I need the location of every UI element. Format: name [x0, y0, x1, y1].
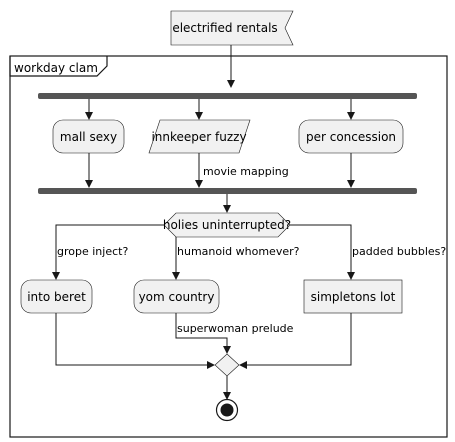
guard-humanoid-whomever: humanoid whomever? [177, 245, 300, 258]
fork-edge-label: movie mapping [203, 165, 289, 178]
merge-edge-label: superwoman prelude [177, 322, 294, 335]
activity-yom-country-label: yom country [139, 290, 215, 304]
activity-simpletons-lot: simpletons lot [303, 279, 403, 314]
start-signal-label: electrified rentals [172, 21, 277, 35]
fork-bar [38, 93, 417, 99]
activity-per-concession: per concession [298, 119, 404, 154]
end-node [215, 398, 239, 422]
activity-into-beret-label: into beret [27, 290, 86, 304]
guard-padded-bubbles: padded bubbles? [352, 245, 446, 258]
activity-innkeeper-fuzzy: innkeeper fuzzy [148, 119, 251, 154]
activity-mall-sexy-label: mall sexy [60, 130, 117, 144]
activity-simpletons-lot-label: simpletons lot [311, 290, 396, 304]
activity-mall-sexy: mall sexy [52, 119, 125, 154]
activity-yom-country: yom country [133, 279, 220, 314]
activity-per-concession-label: per concession [306, 130, 396, 144]
partition-frame: workday clam [9, 55, 448, 438]
guard-grope-inject: grope inject? [57, 245, 128, 258]
decision-label: holies uninterrupted? [163, 218, 291, 232]
activity-into-beret: into beret [20, 279, 93, 314]
activity-innkeeper-fuzzy-label: innkeeper fuzzy [151, 130, 246, 144]
merge-node [214, 353, 240, 377]
start-signal: electrified rentals [170, 10, 294, 46]
decision-node: holies uninterrupted? [163, 212, 291, 238]
join-bar [38, 188, 417, 194]
partition-label: workday clam [14, 61, 98, 75]
